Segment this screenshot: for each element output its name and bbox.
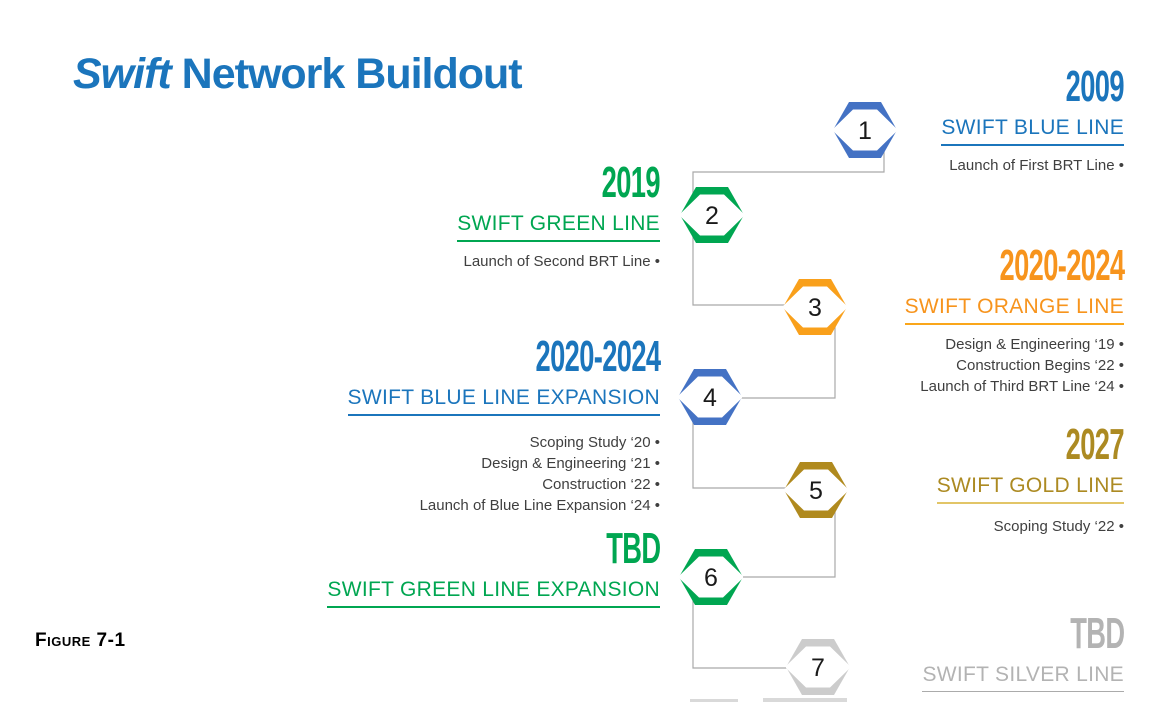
milestone-7-block: TBD SWIFT SILVER LINE — [824, 609, 1125, 692]
milestone-4-year: 2020-2024 — [535, 332, 661, 381]
milestone-3-event: Construction Begins ‘22 • — [956, 357, 1124, 374]
milestone-5-line-name: SWIFT GOLD LINE — [936, 474, 1124, 504]
milestone-4-event: Construction ‘22 • — [542, 476, 660, 493]
milestone-5-event: Scoping Study ‘22 • — [993, 518, 1124, 535]
cropped-shape-sliver — [690, 699, 738, 702]
milestone-hexagon-4: 4 — [678, 369, 742, 425]
milestone-5-year: 2027 — [1065, 420, 1125, 469]
milestone-4-line-name: SWIFT BLUE LINE EXPANSION — [347, 386, 660, 416]
hexagon-number: 7 — [811, 654, 825, 682]
milestone-4-event: Scoping Study ‘20 • — [529, 434, 660, 451]
page-title-rest: Network Buildout — [170, 50, 523, 98]
milestone-4-event: Launch of Blue Line Expansion ‘24 • — [419, 497, 660, 514]
milestone-5-block: 2027 SWIFT GOLD LINE Scoping Study ‘22 • — [824, 420, 1125, 537]
milestone-2-year: 2019 — [601, 158, 661, 207]
milestone-6-block: TBD SWIFT GREEN LINE EXPANSION — [238, 524, 661, 608]
milestone-hexagon-5: 5 — [784, 462, 848, 518]
milestone-1-line-name: SWIFT BLUE LINE — [941, 116, 1124, 146]
milestone-1-block: 2009 SWIFT BLUE LINE Launch of First BRT… — [824, 62, 1125, 176]
milestone-hexagon-2: 2 — [680, 187, 744, 243]
milestone-hexagon-3: 3 — [783, 279, 847, 335]
hexagon-number: 2 — [705, 202, 719, 230]
hexagon-number: 5 — [809, 477, 823, 505]
hexagon-number: 1 — [858, 117, 872, 145]
milestone-4-event: Design & Engineering ‘21 • — [481, 455, 660, 472]
figure-caption: Figure 7-1 — [35, 630, 126, 651]
milestone-7-line-name: SWIFT SILVER LINE — [922, 663, 1124, 692]
milestone-hexagon-6: 6 — [679, 549, 743, 605]
page-title: Swift Network Buildout — [73, 50, 523, 99]
hexagon-number: 3 — [808, 294, 822, 322]
milestone-3-year: 2020-2024 — [999, 241, 1125, 290]
milestone-1-event: Launch of First BRT Line • — [949, 157, 1124, 174]
milestone-3-event: Design & Engineering ‘19 • — [945, 336, 1124, 353]
milestone-3-block: 2020-2024 SWIFT ORANGE LINE Design & Eng… — [824, 241, 1125, 397]
page-title-brand: Swift — [73, 50, 172, 98]
hexagon-number: 6 — [704, 564, 718, 592]
milestone-hexagon-7: 7 — [786, 639, 850, 695]
milestone-1-year: 2009 — [1065, 62, 1125, 111]
milestone-7-year: TBD — [1069, 609, 1125, 658]
cropped-shape-sliver — [763, 698, 847, 702]
milestone-3-event: Launch of Third BRT Line ‘24 • — [920, 378, 1124, 395]
hexagon-number: 4 — [703, 384, 717, 412]
milestone-2-block: 2019 SWIFT GREEN LINE Launch of Second B… — [238, 158, 661, 272]
milestone-6-line-name: SWIFT GREEN LINE EXPANSION — [327, 578, 660, 608]
milestone-6-year: TBD — [605, 524, 661, 573]
milestone-4-block: 2020-2024 SWIFT BLUE LINE EXPANSION Scop… — [238, 332, 661, 516]
milestone-2-event: Launch of Second BRT Line • — [463, 253, 660, 270]
milestone-hexagon-1: 1 — [833, 102, 897, 158]
milestone-2-line-name: SWIFT GREEN LINE — [457, 212, 660, 242]
milestone-3-line-name: SWIFT ORANGE LINE — [904, 295, 1124, 325]
